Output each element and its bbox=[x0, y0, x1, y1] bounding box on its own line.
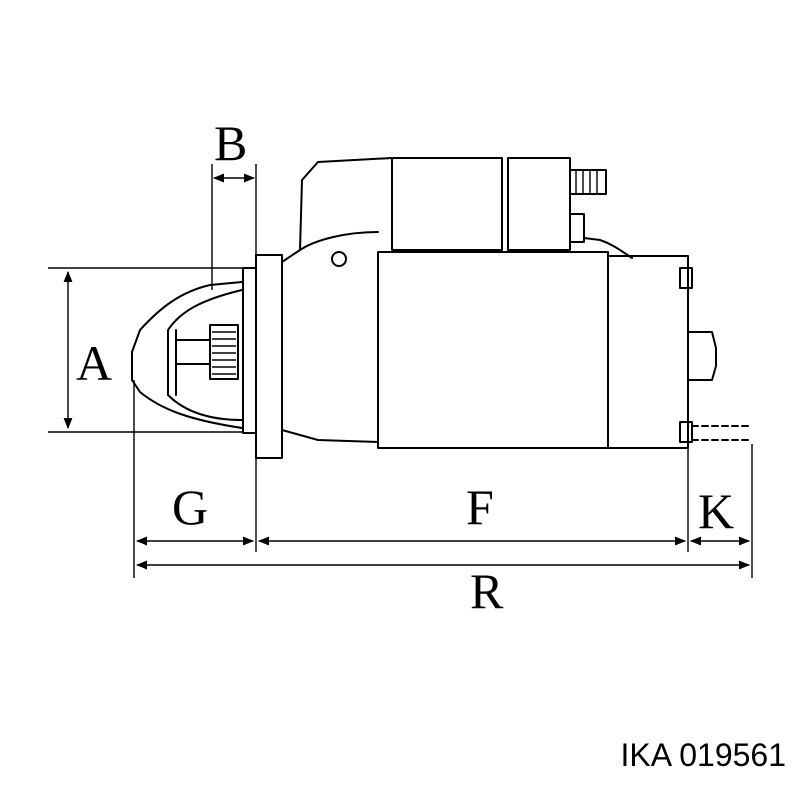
dimension-label-b: B bbox=[214, 115, 247, 171]
dimension-lines bbox=[48, 164, 753, 578]
dimension-label-a: A bbox=[76, 335, 112, 391]
part-number-label: IKA 019561 bbox=[620, 737, 786, 773]
dimension-label-k: K bbox=[698, 483, 734, 539]
dimension-label-r: R bbox=[470, 563, 504, 619]
dimension-label-f: F bbox=[466, 479, 494, 535]
starter-motor-body bbox=[131, 157, 753, 459]
dimension-label-g: G bbox=[172, 479, 208, 535]
